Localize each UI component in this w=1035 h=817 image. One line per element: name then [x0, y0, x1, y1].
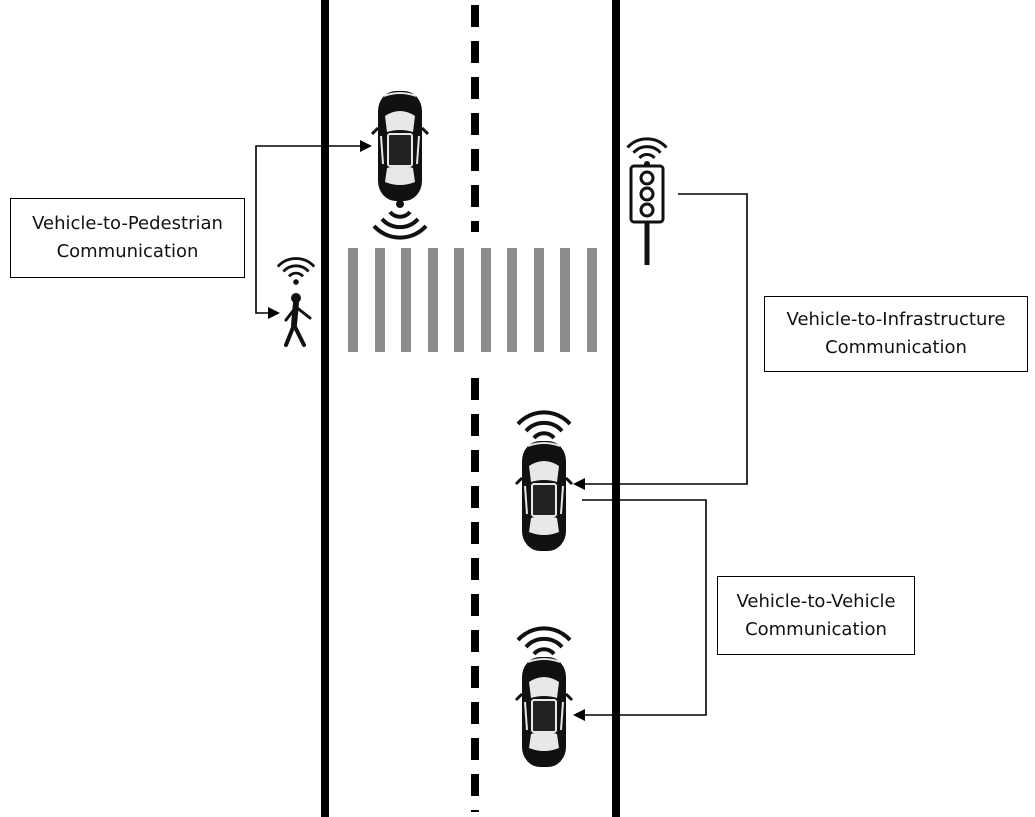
traffic-light-icon: [629, 164, 665, 265]
v2p-label-line2: Communication: [56, 241, 199, 262]
wifi-signal-icon: [626, 137, 668, 169]
v2i-label-line1: Vehicle-to-Infrastructure: [786, 309, 1006, 330]
road-left-edge: [321, 0, 329, 817]
v2i-connector: [584, 193, 748, 485]
v2p-connector: [255, 145, 363, 314]
road-right-edge: [612, 0, 620, 817]
pedestrian-icon: [284, 293, 312, 347]
v2v-connector: [582, 499, 707, 716]
car-icon: [370, 89, 430, 203]
wifi-signal-icon: [276, 257, 316, 287]
crosswalk: [348, 248, 597, 352]
wifi-signal-icon: [372, 198, 428, 240]
arrowhead-icon: [360, 140, 372, 152]
v2v-label-line2: Communication: [745, 618, 887, 640]
arrowhead-icon: [268, 307, 280, 319]
arrowhead-icon: [573, 709, 585, 721]
v2p-label-box: Vehicle-to-Pedestrian Communication: [10, 198, 245, 278]
v2i-label-line2: Communication: [825, 337, 967, 358]
v2p-label-line1: Vehicle-to-Pedestrian: [32, 213, 223, 234]
car-icon: [514, 655, 574, 769]
v2i-label-box: Vehicle-to-Infrastructure Communication: [764, 296, 1028, 372]
arrowhead-icon: [573, 478, 585, 490]
v2v-label-line1: Vehicle-to-Vehicle: [736, 590, 896, 612]
car-icon: [514, 439, 574, 553]
v2v-label-box: Vehicle-to-Vehicle Communication: [717, 576, 915, 655]
